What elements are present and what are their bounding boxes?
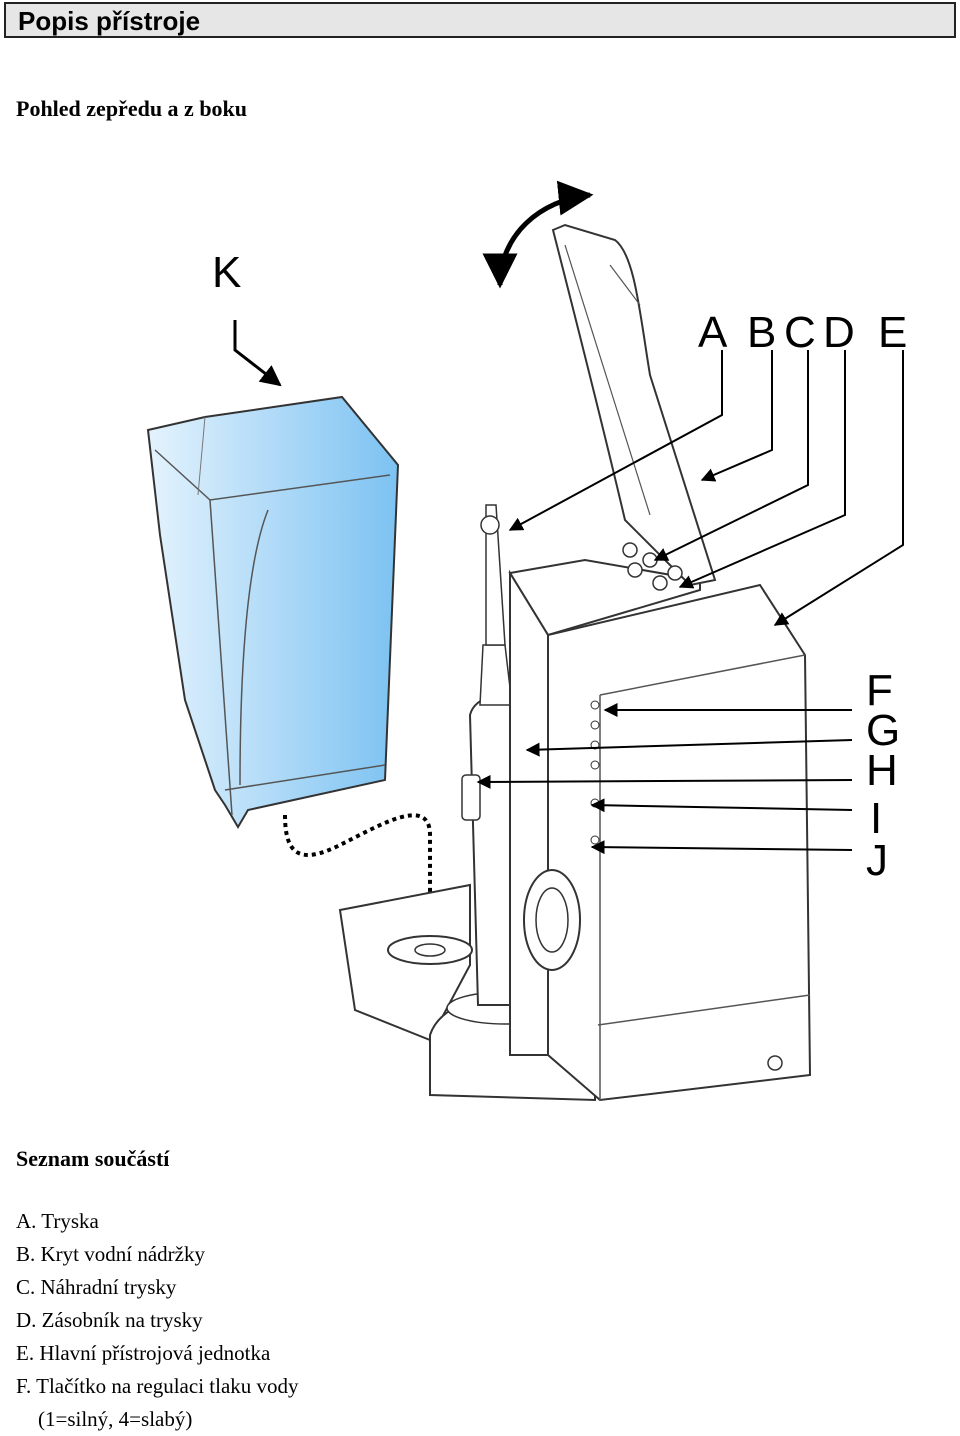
callout-a: A [698,308,728,357]
callout-line-d [678,350,846,589]
callout-line-g [525,739,853,757]
water-tank [146,395,400,829]
callout-k: K [212,248,241,297]
callout-line-h [476,774,853,789]
callout-line-a [508,350,723,531]
main-unit [508,558,812,1102]
callout-b: B [747,308,776,357]
tip-storage [622,542,683,591]
callout-g: G [866,706,900,755]
rotate-arrow [482,180,594,289]
view-subtitle: Pohled zepředu a z boku [16,96,248,121]
parts-list-item: C. Náhradní trysky [16,1275,177,1299]
parts-list: A. Tryska B. Kryt vodní nádržky C. Náhra… [16,1205,299,1436]
callout-line-c [653,350,809,561]
section-title: Popis přístroje [18,6,201,36]
callout-line-e [773,350,904,626]
callout-d: D [823,308,855,357]
parts-heading: Seznam součástí [16,1146,170,1171]
parts-list-item: A. Tryska [16,1209,99,1233]
parts-list-item: F. Tlačítko na regulaci tlaku vody [16,1374,299,1398]
callout-j: J [866,836,888,885]
reservoir-lid [551,223,717,587]
callout-f: F [866,666,893,715]
callout-c: C [784,308,816,357]
parts-list-item: D. Zásobník na trysky [16,1308,203,1332]
callout-line-b [700,350,773,482]
section-header: Popis přístroje [4,2,956,38]
parts-list-item: B. Kryt vodní nádržky [16,1242,205,1266]
callout-line-j [590,840,853,855]
parts-list-item: E. Hlavní přístrojová jednotka [16,1341,271,1365]
callout-i: I [870,794,882,843]
device-illustration: K A B C D E F G H I J [146,180,907,1102]
callout-line-k [233,320,282,387]
callout-line-i [590,798,853,813]
callout-h: H [866,746,898,795]
callout-e: E [878,308,907,357]
parts-list-item-note: (1=silný, 4=slabý) [38,1407,193,1431]
